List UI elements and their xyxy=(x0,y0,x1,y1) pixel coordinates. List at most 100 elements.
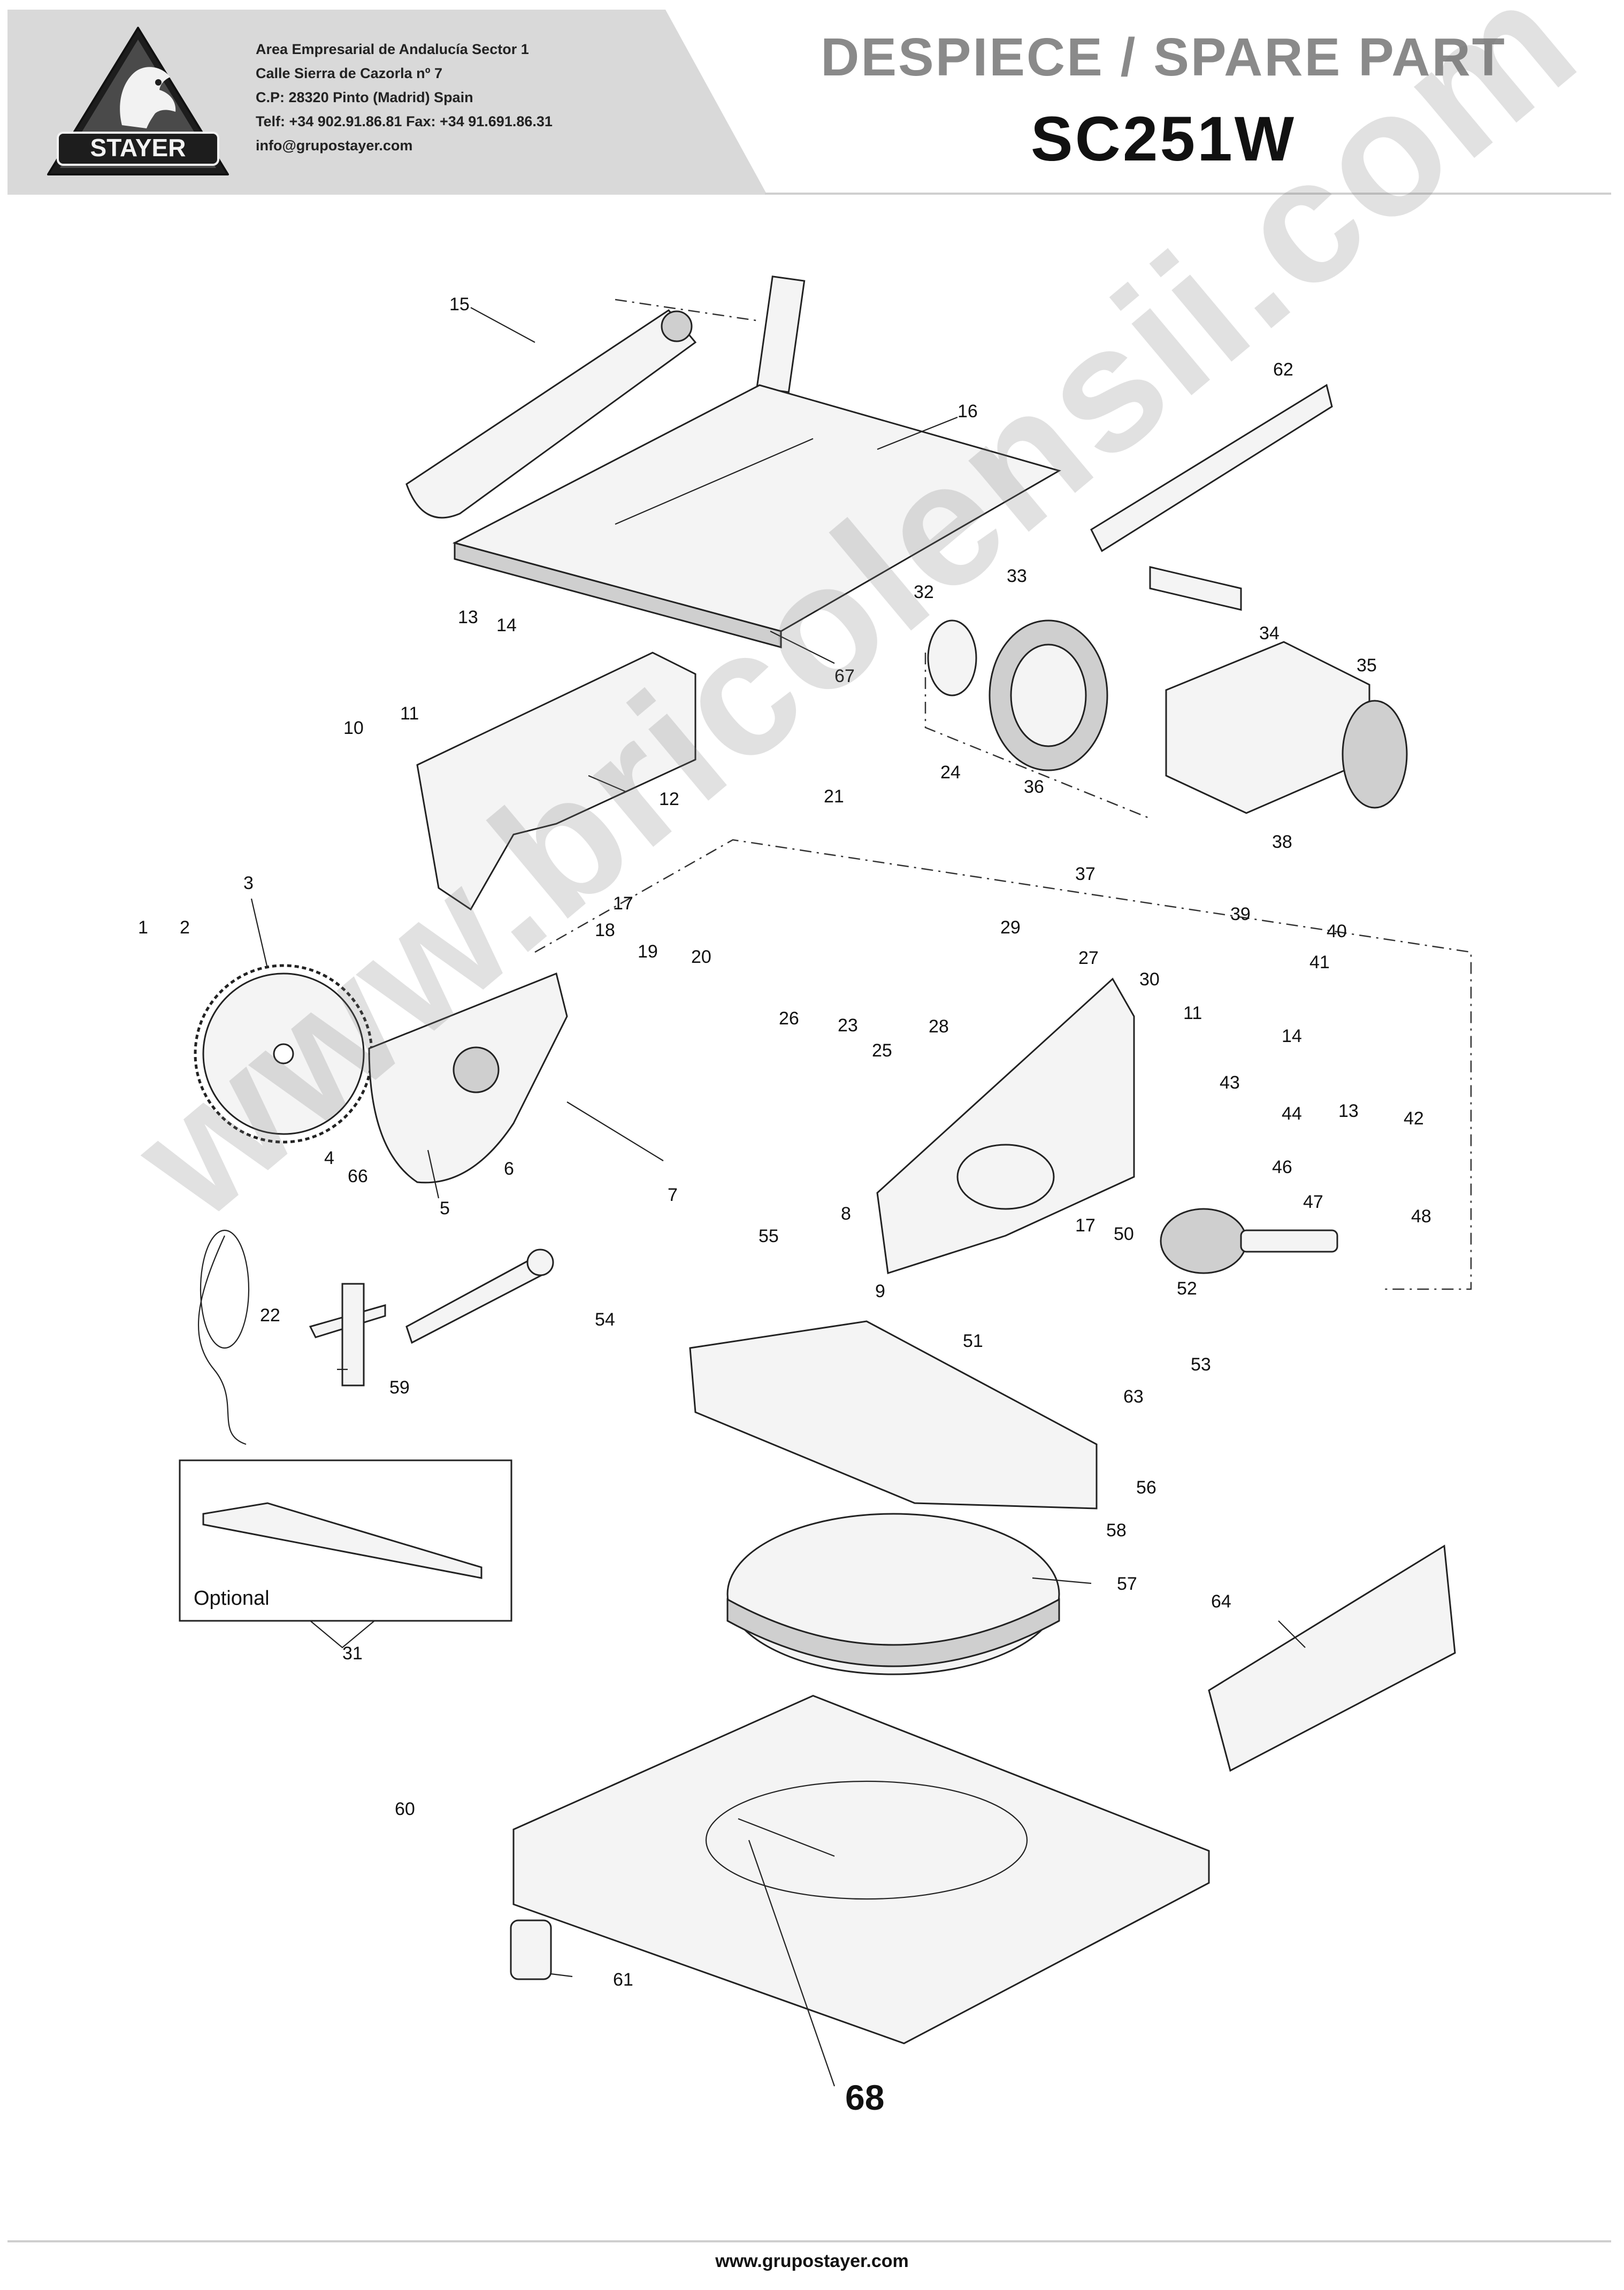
header-divider xyxy=(765,193,1611,195)
model-number: SC251W xyxy=(1030,104,1297,174)
part-number-28: 28 xyxy=(929,1016,949,1037)
leader-lines xyxy=(250,307,1306,2087)
part-number-42: 42 xyxy=(1404,1108,1424,1129)
motor-stator xyxy=(989,619,1108,771)
part-number-41: 41 xyxy=(1309,952,1330,972)
table-top xyxy=(452,384,1061,648)
part-number-29: 29 xyxy=(1000,917,1021,938)
power-cord xyxy=(197,1229,250,1445)
footer-divider xyxy=(7,2240,1611,2242)
address-email: info@grupostayer.com xyxy=(256,137,413,154)
address-line-3: C.P: 28320 Pinto (Madrid) Spain xyxy=(256,89,473,105)
part-number-24: 24 xyxy=(940,762,961,783)
part-number-60: 60 xyxy=(395,1799,415,1819)
part-number-31: 31 xyxy=(342,1643,363,1664)
spanner xyxy=(405,1249,554,1344)
part-number-8: 8 xyxy=(841,1204,851,1224)
part-number-61: 61 xyxy=(613,1970,633,1990)
part-number-14b: 14 xyxy=(1282,1026,1302,1046)
assembly-line-motor xyxy=(924,653,1151,820)
part-number-50: 50 xyxy=(1114,1224,1134,1244)
part-number-2: 2 xyxy=(180,917,190,938)
part-number-48: 48 xyxy=(1411,1206,1431,1227)
part-number-21: 21 xyxy=(824,786,844,807)
part-number-51: 51 xyxy=(963,1331,983,1351)
part-number-30: 30 xyxy=(1139,969,1160,990)
part-number-10: 10 xyxy=(343,718,364,738)
part-number-labels: 1 2 3 4 5 6 7 8 9 10 11 11 12 13 13 14 1… xyxy=(138,294,1431,2117)
part-number-16: 16 xyxy=(957,401,978,422)
part-number-1: 1 xyxy=(138,917,148,938)
stayer-logo: STAYER xyxy=(47,27,229,175)
part-number-39: 39 xyxy=(1230,904,1251,924)
optional-accessory-box: Optional xyxy=(179,1459,512,1649)
part-number-55: 55 xyxy=(759,1226,779,1246)
support-bracket xyxy=(416,652,696,911)
part-number-22: 22 xyxy=(260,1305,280,1326)
support-rail xyxy=(689,1320,1098,1510)
part-number-14a: 14 xyxy=(496,615,517,635)
blade-guard-arm xyxy=(405,275,806,519)
part-number-25: 25 xyxy=(872,1040,892,1061)
part-number-53: 53 xyxy=(1191,1354,1211,1375)
part-number-13b: 13 xyxy=(1338,1101,1359,1121)
address-phone-fax: Telf: +34 902.91.86.81 Fax: +34 91.691.8… xyxy=(256,113,553,129)
rubber-foot xyxy=(510,1919,552,1980)
part-number-56: 56 xyxy=(1136,1477,1156,1498)
arm-casting xyxy=(876,977,1135,1274)
part-number-57: 57 xyxy=(1117,1574,1137,1594)
part-number-20: 20 xyxy=(691,947,711,967)
logo-text: STAYER xyxy=(90,134,186,162)
part-number-17a: 17 xyxy=(613,893,633,914)
part-number-17b: 17 xyxy=(1075,1215,1096,1236)
part-number-15: 15 xyxy=(449,294,470,315)
part-number-52: 52 xyxy=(1177,1278,1197,1299)
part-number-12: 12 xyxy=(659,789,679,809)
part-number-68: 68 xyxy=(845,2078,884,2117)
part-number-33: 33 xyxy=(1007,566,1027,586)
part-number-46: 46 xyxy=(1272,1157,1292,1177)
part-number-11a: 11 xyxy=(400,703,419,724)
part-number-58: 58 xyxy=(1106,1520,1127,1541)
part-number-7: 7 xyxy=(668,1185,678,1205)
part-number-40: 40 xyxy=(1327,921,1347,941)
part-number-3: 3 xyxy=(243,873,254,893)
part-number-66: 66 xyxy=(348,1166,368,1186)
part-number-18: 18 xyxy=(595,920,615,940)
company-address: Area Empresarial de Andalucía Sector 1 C… xyxy=(256,37,662,158)
part-number-59: 59 xyxy=(389,1377,410,1398)
part-number-54: 54 xyxy=(595,1309,615,1330)
part-number-4: 4 xyxy=(324,1148,334,1168)
motor-end-cap xyxy=(1342,700,1408,809)
part-number-19: 19 xyxy=(638,941,658,962)
part-number-36: 36 xyxy=(1024,777,1044,797)
fence-guide xyxy=(1090,384,1333,611)
part-number-23: 23 xyxy=(838,1015,858,1036)
part-number-27: 27 xyxy=(1078,948,1099,968)
address-line-1: Area Empresarial de Andalucía Sector 1 xyxy=(256,41,529,57)
part-number-34: 34 xyxy=(1259,623,1280,644)
part-number-35: 35 xyxy=(1357,655,1377,676)
part-number-13a: 13 xyxy=(458,607,478,627)
motor-ring xyxy=(927,619,977,696)
part-number-44: 44 xyxy=(1282,1104,1302,1124)
part-number-6: 6 xyxy=(504,1159,514,1179)
document-title: DESPIECE / SPARE PART xyxy=(821,27,1506,87)
optional-label: Optional xyxy=(194,1587,270,1610)
assembly-line-arm xyxy=(534,839,1472,1290)
part-number-11b: 11 xyxy=(1183,1003,1202,1023)
footer-website: www.grupostayer.com xyxy=(715,2251,909,2271)
saw-base xyxy=(512,1695,1210,2044)
side-fence xyxy=(1208,1544,1456,1772)
part-number-47: 47 xyxy=(1303,1192,1323,1212)
part-number-62: 62 xyxy=(1273,359,1293,380)
saw-blade xyxy=(194,964,373,1144)
blade-guard-housing xyxy=(368,972,568,1184)
turntable xyxy=(726,1513,1060,1675)
part-number-64: 64 xyxy=(1211,1591,1231,1612)
hex-wrench xyxy=(309,1283,386,1387)
part-number-37: 37 xyxy=(1075,864,1096,884)
part-number-67: 67 xyxy=(834,666,855,686)
part-number-43: 43 xyxy=(1220,1073,1240,1093)
